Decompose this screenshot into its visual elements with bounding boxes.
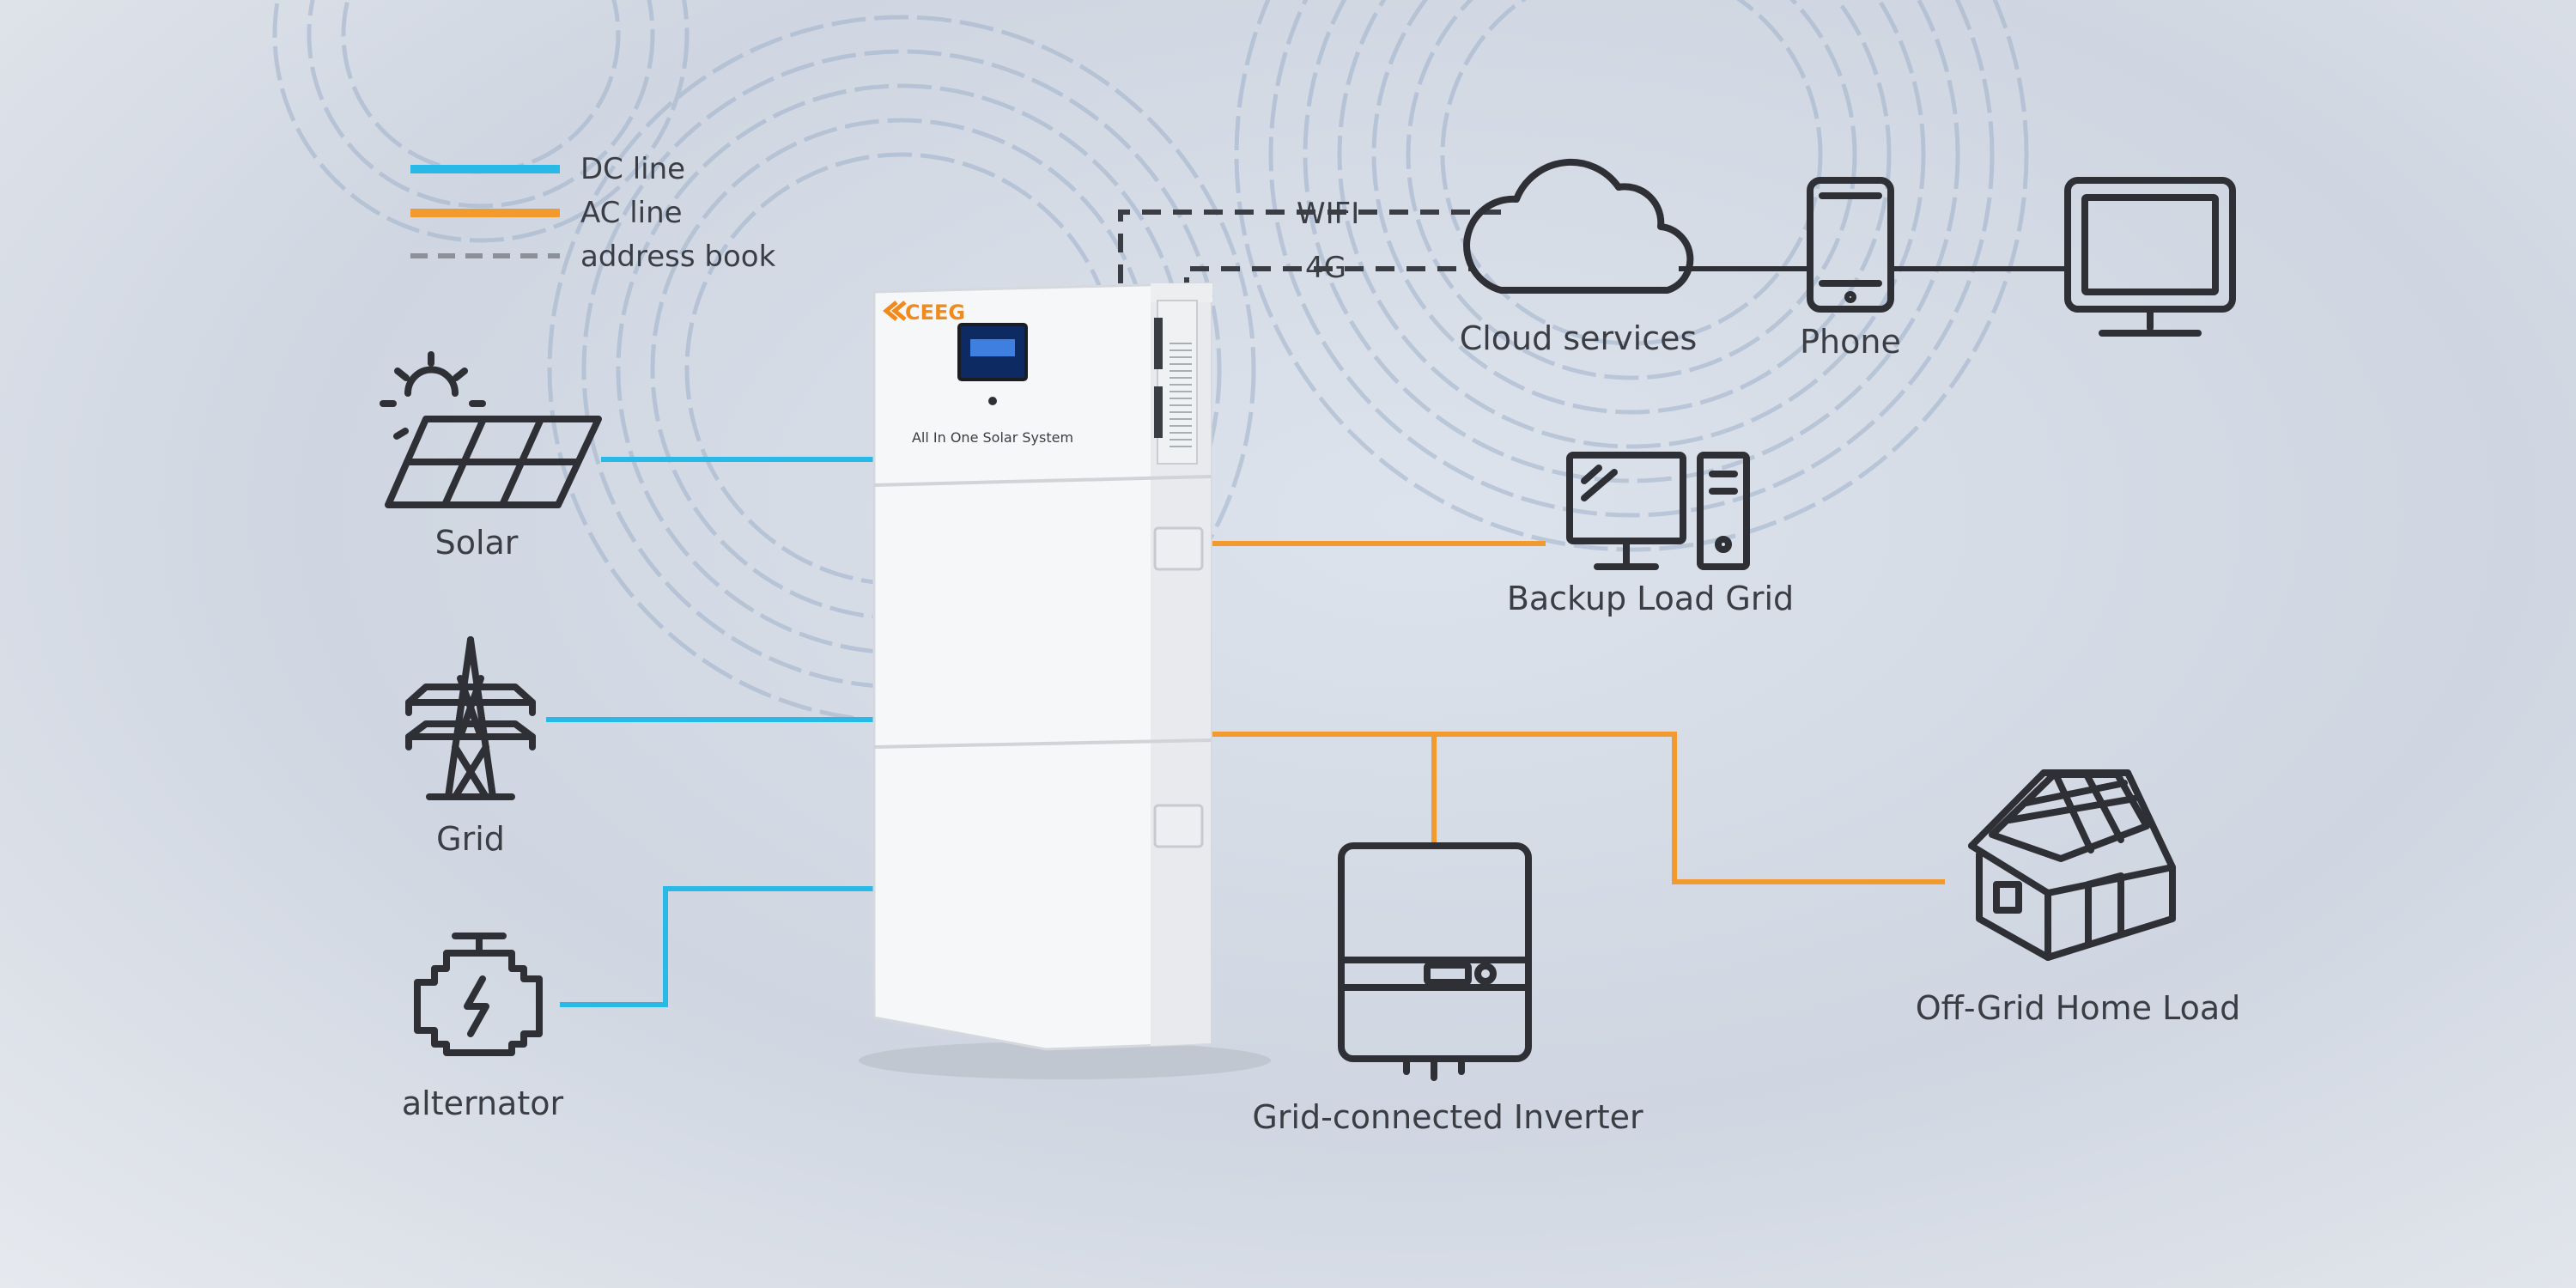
inverter-node: Grid-connected Inverter: [1252, 842, 1643, 1136]
cloud-node: Cloud services: [1460, 158, 1698, 357]
ac-lines: [1212, 541, 1945, 884]
legend-dc-label: DC line: [580, 152, 685, 186]
device-vent-slots: [1170, 343, 1192, 447]
ac-line-main: [1212, 732, 1945, 884]
brand-chevron-icon: [883, 301, 907, 321]
grid-node: Grid: [405, 636, 536, 858]
inverter-icon: [1338, 842, 1532, 1081]
desktop-computer-icon: [1566, 452, 1750, 570]
wifi-label: WIFI: [1297, 197, 1359, 231]
power-button-icon: [988, 397, 997, 405]
alternator-label: alternator: [402, 1084, 564, 1122]
solar-node: Solar: [380, 351, 602, 562]
4g-label: 4G: [1305, 251, 1346, 285]
dc-line-alternator: [560, 886, 874, 1007]
engine-icon: [414, 933, 543, 1056]
battery-handle-lower: [1153, 804, 1204, 848]
cloud-label: Cloud services: [1460, 319, 1698, 357]
battery-handle-upper: [1153, 526, 1204, 571]
cloud-icon: [1463, 158, 1694, 294]
alternator-node: alternator: [402, 933, 564, 1122]
legend: DC line AC line address book: [410, 152, 776, 274]
monitor-node: [2064, 177, 2236, 337]
device-cap: [1151, 283, 1212, 302]
device-port-1: [1154, 318, 1163, 369]
dc-lines: [546, 457, 874, 1007]
power-tower-icon: [405, 636, 536, 800]
phone-node: Phone: [1800, 177, 1901, 361]
solar-house-icon: [1968, 769, 2176, 961]
home-node: Off-Grid Home Load: [1916, 769, 2240, 1027]
solar-panel-icon: [380, 351, 602, 508]
comm-line-wifi: [1118, 210, 1507, 283]
inverter-label: Grid-connected Inverter: [1252, 1098, 1643, 1136]
comm-lines: WIFI 4G: [1118, 197, 2068, 296]
device-shadow: [859, 1042, 1271, 1079]
phone-icon: [1807, 177, 1894, 313]
legend-ac-label: AC line: [580, 196, 683, 230]
device-vent: [1157, 300, 1198, 465]
device-caption: All In One Solar System: [912, 429, 1073, 446]
monitor-icon: [2064, 177, 2236, 337]
grid-label: Grid: [436, 820, 505, 858]
device-side-panel: [1151, 283, 1211, 1046]
all-in-one-device: CEEG All In One Solar System: [859, 282, 1271, 1079]
display-readout: [970, 339, 1015, 356]
device-brand: CEEG: [905, 301, 965, 325]
backup-node: Backup Load Grid: [1507, 452, 1794, 617]
backup-label: Backup Load Grid: [1507, 580, 1794, 617]
device-port-2: [1154, 386, 1163, 438]
phone-label: Phone: [1800, 323, 1901, 361]
home-label: Off-Grid Home Load: [1916, 989, 2240, 1027]
legend-comm-label: address book: [580, 240, 776, 274]
solar-label: Solar: [435, 524, 519, 562]
device-seam-1: [873, 475, 1212, 487]
device-seam-2: [873, 738, 1212, 749]
